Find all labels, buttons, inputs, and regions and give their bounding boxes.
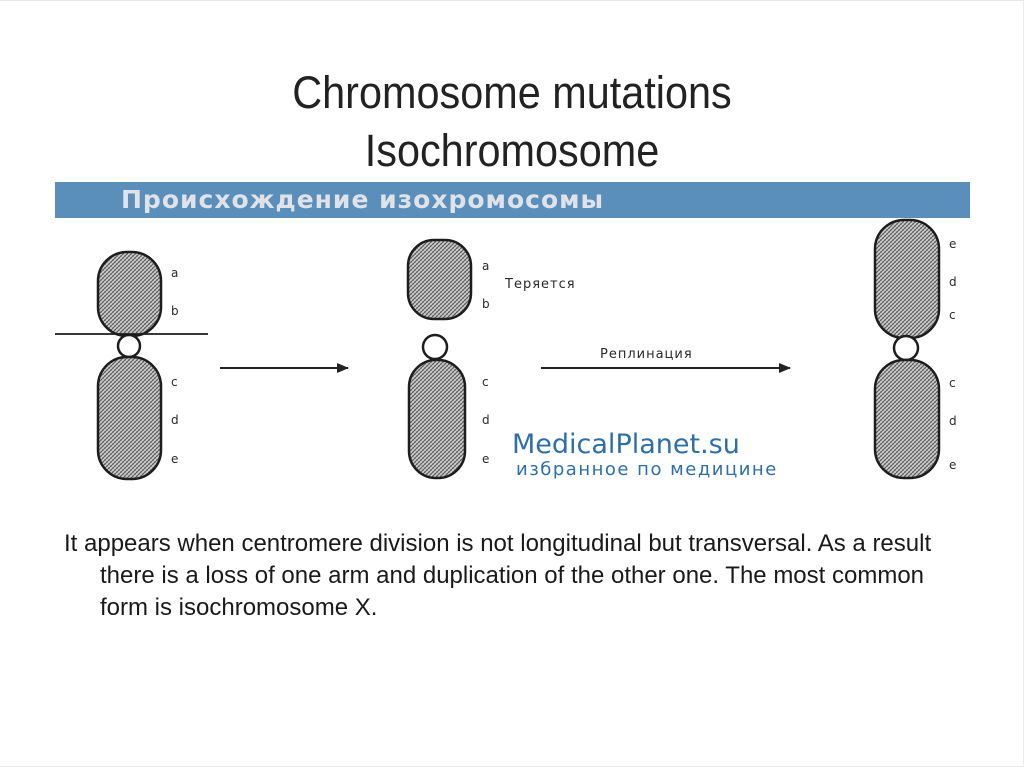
locus-label-e: e — [949, 458, 956, 472]
figure-banner: Происхождение изохромосомы — [55, 182, 970, 218]
locus-label-d: d — [949, 414, 957, 428]
locus-label-b: b — [171, 304, 179, 318]
chromosome-arm-bottom — [407, 358, 467, 480]
locus-label-d: d — [482, 413, 490, 427]
split-chromosome — [406, 238, 473, 480]
locus-label-c: c — [949, 376, 956, 390]
locus-label-e: e — [482, 452, 489, 466]
locus-label-d: d — [949, 275, 957, 289]
chromosome-arm-bottom — [96, 355, 163, 481]
locus-label-e: e — [171, 452, 178, 466]
locus-label-a: a — [482, 259, 489, 273]
centromere — [892, 334, 920, 362]
locus-label-a: a — [171, 266, 178, 280]
slide-title-line-1: Chromosome mutations — [292, 67, 732, 119]
lost-arm — [406, 238, 473, 321]
chromosome-arm-top — [96, 250, 163, 338]
locus-label-c: c — [949, 308, 956, 322]
duplicated-arm-bottom — [873, 358, 941, 480]
slide-top-border — [0, 0, 1024, 1]
slide-title: Chromosome mutations Isochromosome — [144, 64, 880, 180]
centromere — [116, 333, 142, 359]
locus-label-c: c — [171, 375, 178, 389]
locus-label-c: c — [482, 375, 489, 389]
centromere — [421, 333, 449, 361]
lost-label: Теряется — [504, 277, 576, 292]
locus-label-e: e — [949, 237, 956, 251]
slide-title-line-2: Isochromosome — [364, 125, 660, 177]
chromosome-diagram: Теряется Реплинация a b c d e a b c d e … — [55, 218, 957, 481]
locus-label-b: b — [482, 297, 490, 311]
figure-banner-title: Происхождение изохромосомы — [121, 185, 605, 214]
isochromosome-origin-figure: Происхождение изохромосомы — [55, 182, 970, 495]
body-paragraph: It appears when centromere division is n… — [64, 530, 932, 621]
isochromosome — [873, 218, 941, 480]
original-chromosome — [55, 250, 208, 481]
locus-label-d: d — [171, 413, 179, 427]
replication-label: Реплинация — [600, 347, 693, 362]
duplicated-arm-top — [873, 218, 941, 340]
body-text: It appears when centromere division is n… — [64, 528, 964, 624]
